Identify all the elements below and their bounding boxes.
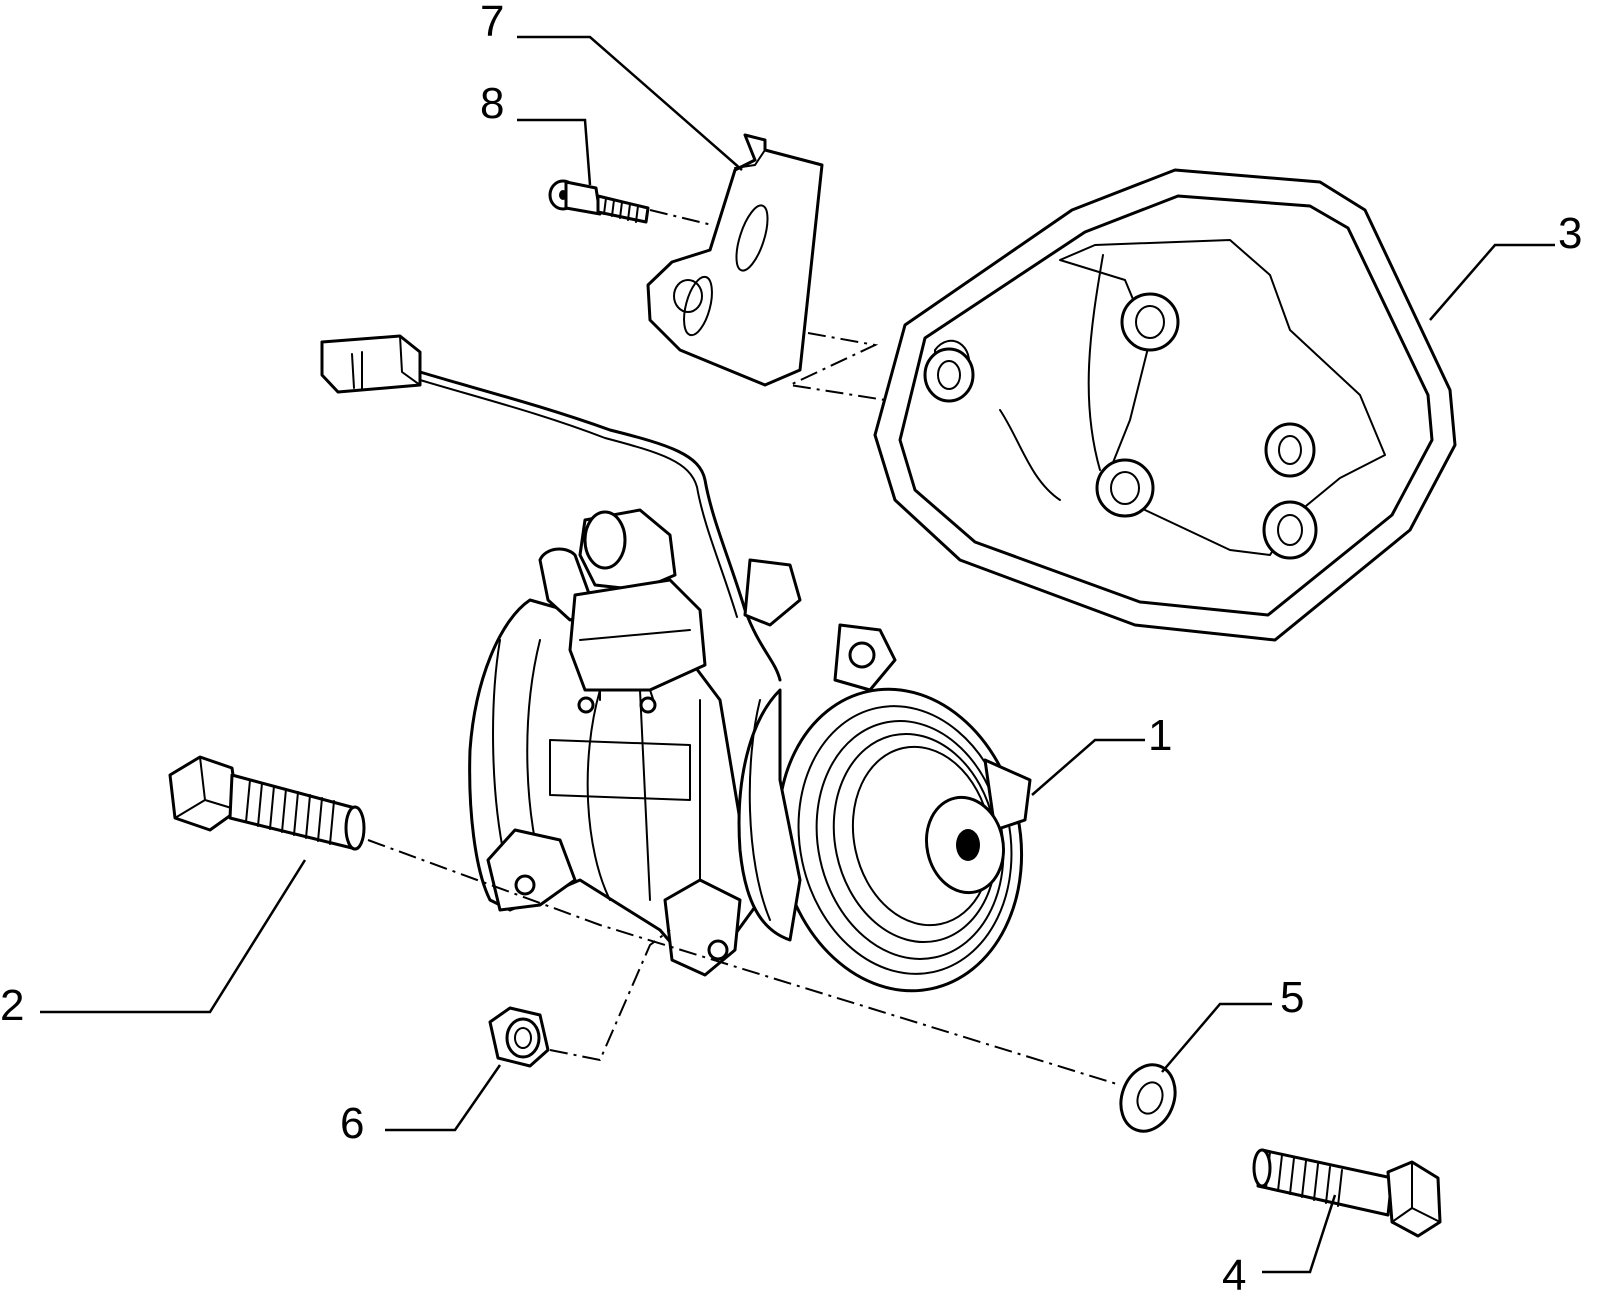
callout-3: 3 <box>1558 209 1582 258</box>
part-5-washer <box>1119 1063 1177 1133</box>
part-8-bolt <box>548 179 650 224</box>
part-2-hex-bolt <box>168 755 366 851</box>
electrical-connector-cable <box>320 334 782 682</box>
leader-lines <box>40 35 1555 1274</box>
callout-6: 6 <box>340 1099 364 1148</box>
callout-1: 1 <box>1148 711 1172 760</box>
callout-8: 8 <box>480 79 504 128</box>
assembly-lines <box>367 209 1121 1086</box>
part-6-nut <box>488 1006 550 1068</box>
part-4-bolt <box>1252 1148 1442 1238</box>
callout-4: 4 <box>1222 1251 1246 1292</box>
callout-2: 2 <box>0 981 24 1030</box>
part-3-gasket-plate <box>873 168 1457 642</box>
part-1-compressor <box>468 508 1032 993</box>
callout-7: 7 <box>480 0 504 46</box>
callout-5: 5 <box>1280 973 1304 1022</box>
part-7-bracket <box>646 133 824 387</box>
